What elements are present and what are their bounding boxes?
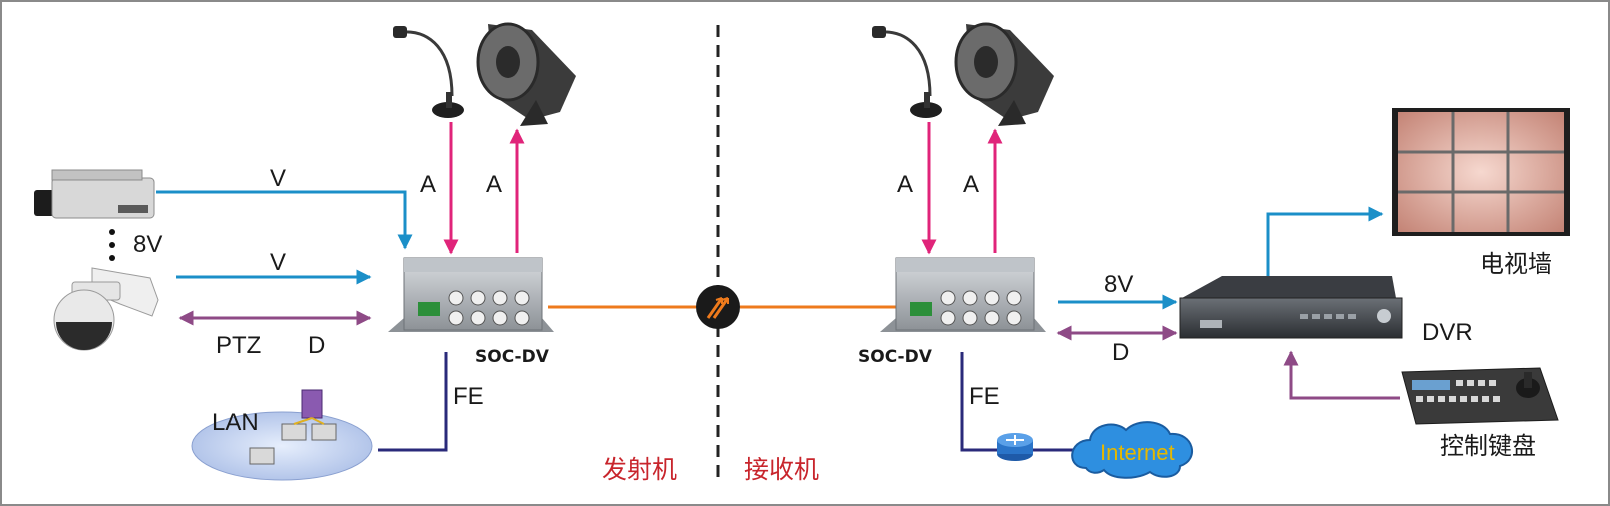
control-keyboard-icon bbox=[1401, 367, 1559, 425]
audio-label-4: A bbox=[963, 171, 979, 198]
lan-label: LAN bbox=[212, 409, 259, 436]
ethernet-label-right: FE bbox=[969, 383, 1000, 410]
audio-label-1: A bbox=[420, 171, 436, 198]
video-wall-icon bbox=[1392, 108, 1570, 236]
video-label-1: V bbox=[270, 165, 286, 192]
speaker-horn-icon-left bbox=[476, 22, 576, 126]
receiver-section-label: 接收机 bbox=[744, 455, 819, 484]
audio-label-2: A bbox=[486, 171, 502, 198]
ethernet-label-left: FE bbox=[453, 383, 484, 410]
internet-cloud-icon bbox=[1071, 421, 1193, 479]
receiver-unit bbox=[880, 257, 1046, 332]
video-label-2: V bbox=[270, 249, 286, 276]
video-count-label-right: 8V bbox=[1104, 271, 1133, 298]
transmitter-model-label: SOC-DV bbox=[475, 347, 550, 367]
transmitter-section-label: 发射机 bbox=[602, 455, 677, 484]
transmitter-unit bbox=[388, 257, 554, 332]
ethernet-line-left bbox=[378, 352, 448, 452]
ptz-dome-camera-icon bbox=[53, 267, 159, 351]
keyboard-data-line bbox=[1283, 350, 1400, 400]
box-camera-icon bbox=[34, 169, 155, 219]
video-wall-label: 电视墙 bbox=[1480, 250, 1552, 278]
router-icon bbox=[997, 433, 1033, 461]
ellipsis-dots bbox=[109, 229, 115, 261]
ptz-label: PTZ bbox=[216, 332, 261, 359]
internet-label: Internet bbox=[1100, 440, 1175, 465]
speaker-horn-icon-right bbox=[954, 22, 1054, 126]
control-keyboard-label: 控制键盘 bbox=[1440, 432, 1536, 460]
fiber-link-icon bbox=[696, 285, 740, 329]
data-label-left: D bbox=[308, 332, 325, 359]
lan-network-icon bbox=[191, 389, 373, 481]
video-count-label-left: 8V bbox=[133, 231, 162, 258]
dvr-label: DVR bbox=[1422, 319, 1473, 346]
microphone-icon-right bbox=[872, 26, 942, 118]
dvr-recorder-icon bbox=[1179, 276, 1403, 339]
microphone-icon-left bbox=[393, 26, 464, 118]
receiver-model-label: SOC-DV bbox=[858, 347, 933, 367]
video-line-1 bbox=[156, 190, 413, 250]
audio-label-3: A bbox=[897, 171, 913, 198]
data-label-right: D bbox=[1112, 339, 1129, 366]
ethernet-line-right bbox=[960, 352, 1000, 452]
video-line-to-wall bbox=[1266, 206, 1384, 276]
